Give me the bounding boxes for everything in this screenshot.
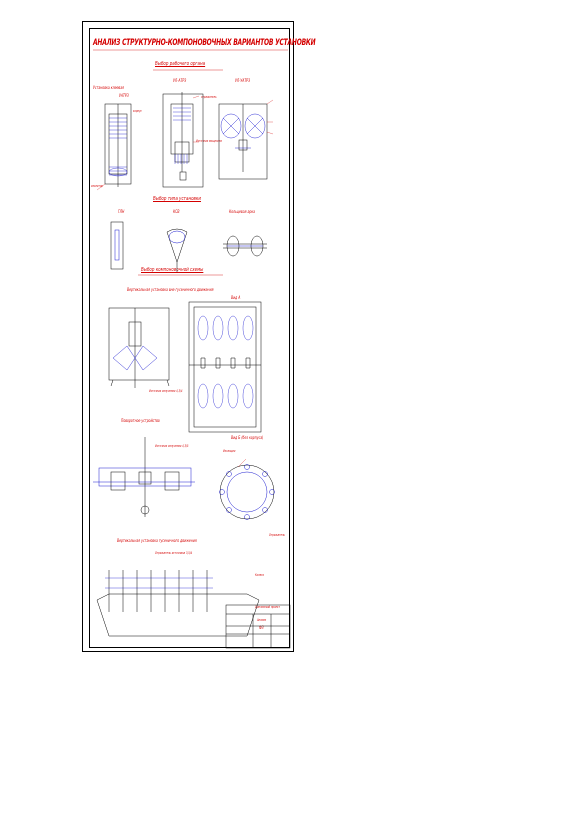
callout-3: изолятор bbox=[91, 184, 103, 188]
layout-scheme-3 bbox=[93, 437, 195, 517]
drive-label-2: КСВ bbox=[173, 210, 180, 215]
variant-label-3: УЛ-УАТРЗ bbox=[235, 79, 251, 84]
working-body-variant-3 bbox=[218, 99, 274, 180]
layout-scheme-4 bbox=[219, 458, 275, 520]
layout-label-3: Поворотное устройство bbox=[121, 419, 160, 424]
working-body-variant-2 bbox=[162, 92, 204, 188]
callout-6: Источник излучения 4,3/5 bbox=[155, 444, 189, 448]
layout-label-1: Вертикальная установка вне гусеничного д… bbox=[127, 288, 214, 293]
layout-label-5: Вертикальная установка гусеничного движе… bbox=[117, 539, 197, 544]
variant-label-2: УЛ-АТРЗ bbox=[173, 79, 187, 84]
callout-9: Колесо bbox=[255, 573, 265, 577]
drawing-sheet: АНАЛИЗ СТРУКТУРНО-КОМПОНОВОЧНЫХ ВАРИАНТО… bbox=[82, 21, 316, 652]
title-block-heading: Дипломный проект bbox=[255, 605, 280, 609]
title-block-sheet-name: Анализ bbox=[257, 618, 267, 622]
drive-variant-ksv bbox=[166, 228, 188, 272]
callout-8: Отражатель bbox=[269, 533, 285, 537]
callout-4: Источник мощности bbox=[196, 139, 223, 143]
section-drive-type-heading: Выбор типа установки bbox=[153, 196, 201, 202]
callout-1: корпус bbox=[133, 109, 142, 113]
callout-2: отражатель bbox=[201, 95, 217, 99]
title-block bbox=[225, 604, 291, 649]
layout-label-4: Вид Б (без корпуса) bbox=[231, 436, 264, 441]
callout-10: Отражатель источника 3,5/4 bbox=[155, 551, 193, 555]
working-body-variant-1 bbox=[96, 103, 132, 191]
layout-scheme-1 bbox=[108, 307, 170, 388]
callout-5: Источник излучения 4,3/4 bbox=[149, 389, 183, 393]
layout-scheme-2 bbox=[188, 301, 262, 433]
technical-drawing bbox=[93, 49, 291, 649]
drive-label-3: Кольцевая арка bbox=[229, 210, 256, 215]
drawing-frame bbox=[89, 28, 290, 648]
layout-scheme-5 bbox=[96, 570, 260, 637]
variant-label-1b: УАТРЗ bbox=[119, 94, 129, 99]
drive-variant-glh bbox=[110, 221, 124, 270]
layout-label-2: Вид А bbox=[231, 296, 241, 301]
title-block-code: ФЗ bbox=[259, 626, 264, 631]
drive-label-1: ГЛН bbox=[118, 210, 125, 215]
section-layout-heading: Выбор компоновочной схемы bbox=[141, 267, 204, 273]
drive-variant-arc bbox=[223, 235, 267, 257]
section-working-body-heading: Выбор рабочего органа bbox=[155, 61, 206, 67]
callout-7: Изоляция bbox=[223, 449, 236, 453]
sheet-title: АНАЛИЗ СТРУКТУРНО-КОМПОНОВОЧНЫХ ВАРИАНТО… bbox=[93, 38, 316, 48]
variant-label-1: Установка клеевая bbox=[93, 86, 124, 91]
